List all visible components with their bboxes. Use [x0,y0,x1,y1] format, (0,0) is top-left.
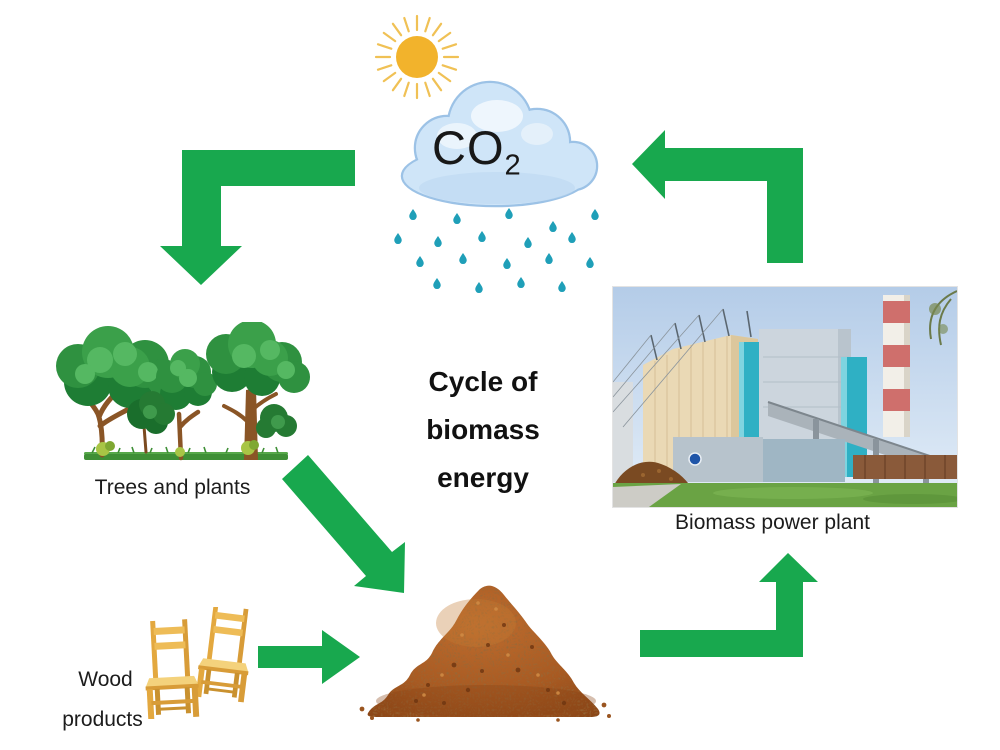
sun-icon [374,14,460,100]
arrow-biomass-to-plant-icon [640,553,818,657]
tree-canopy [56,326,181,408]
pile-mound [359,585,611,722]
co2-cloud-icon [394,80,599,294]
wood-products-label-line2: products [62,708,143,731]
title-line-1: Cycle of [428,366,538,397]
arrow-co2-to-trees-icon [160,150,355,285]
title-line-2: biomass [426,414,540,445]
wood-chairs-illustration [145,607,249,719]
wood-products-label-line1: Wood [78,668,133,691]
arrow-plant-to-co2-icon [632,130,803,263]
bush [256,404,297,438]
photo-chimney [883,295,910,437]
chair-icon [145,619,200,719]
biomass-pile-illustration [359,585,611,722]
pile-crumbs [359,702,611,722]
arrow-trees-to-biomass-icon [282,455,405,593]
co2-label: CO2 [432,121,522,182]
power-plant-label: Biomass power plant [675,511,870,534]
diagram-title: Cycle of biomass energy [398,358,568,502]
bush [127,391,175,434]
rain-drops-icon [394,207,599,294]
trees-label: Trees and plants [94,476,251,499]
power-plant-photo [612,286,963,508]
tree-canopy [206,322,310,396]
tree-canopy [156,349,217,410]
title-line-3: energy [437,462,529,493]
base-shrubs [96,440,259,457]
trees-illustration [56,322,310,461]
arrow-wood-to-biomass-icon [258,630,360,684]
chair-icon [195,607,249,703]
photo-sign [688,452,702,466]
